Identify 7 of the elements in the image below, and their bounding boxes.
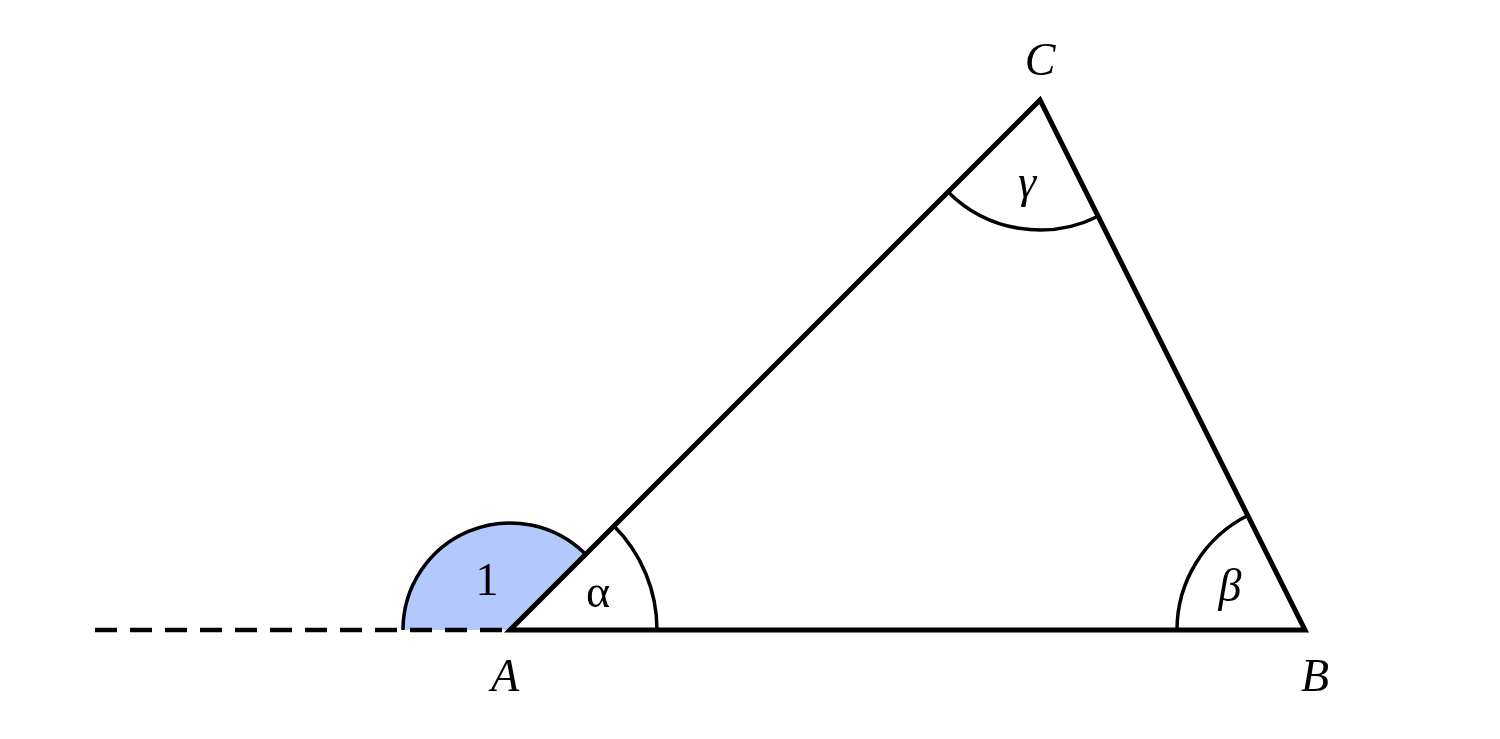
vertex-label: C — [1024, 37, 1056, 83]
angle-label: 1 — [475, 557, 499, 603]
angle-label: α — [585, 569, 611, 615]
vertex-label: B — [1300, 653, 1330, 699]
vertex-label: A — [490, 653, 520, 699]
angle-label: γ — [1017, 159, 1037, 205]
angle-label: β — [1218, 563, 1242, 609]
